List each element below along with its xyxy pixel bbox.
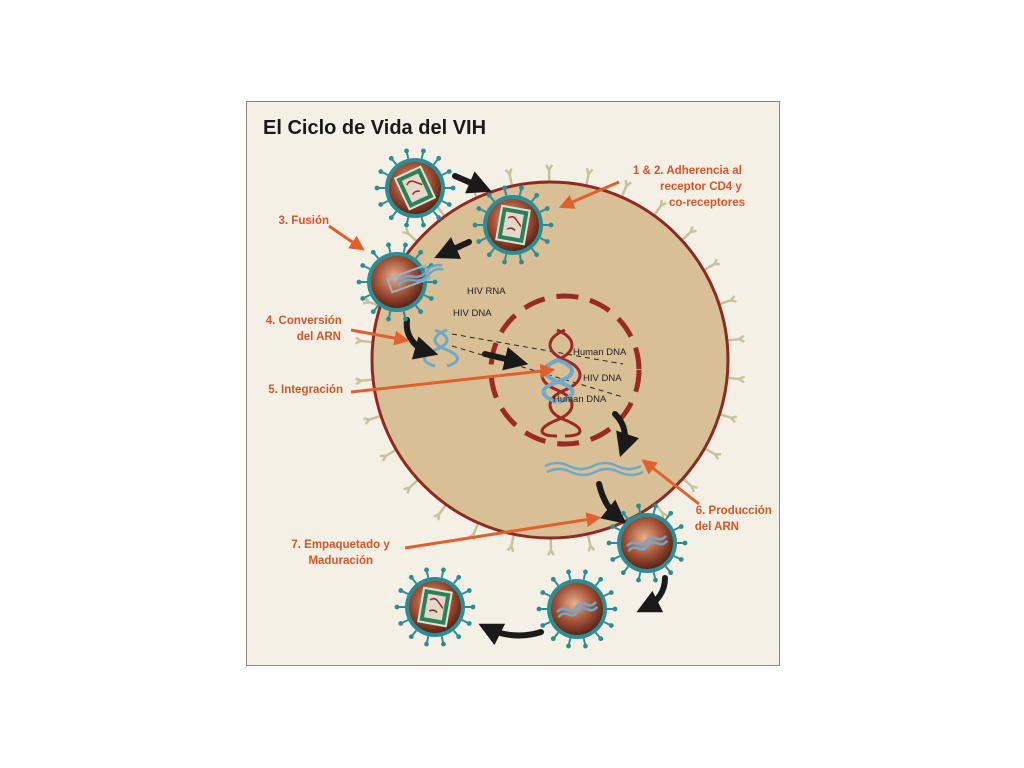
hiv-lifecycle-diagram: El Ciclo de Vida del VIH xyxy=(263,117,775,649)
arrow-7 xyxy=(636,575,668,613)
insertion-guide-lines xyxy=(451,333,624,398)
receptor xyxy=(718,295,737,306)
label-adherence: 1 & 2. Adherencia al receptor CD4 y co-r… xyxy=(633,165,745,209)
receptor xyxy=(682,477,698,493)
receptor xyxy=(719,413,738,424)
receptor xyxy=(620,179,632,198)
label-fusion-line1: 3. Fusión xyxy=(279,215,329,227)
human-dna-helix xyxy=(540,328,582,438)
step-labels: 1 & 2. Adherencia al receptor CD4 y co-r… xyxy=(266,165,775,567)
nucleus xyxy=(488,293,642,447)
receptor xyxy=(652,199,667,217)
virus-particle xyxy=(606,503,688,583)
label-integration: 5. Integración xyxy=(268,384,343,396)
diagram-panel: El Ciclo de Vida del VIH xyxy=(246,101,780,666)
label-production: 6. Producción del ARN xyxy=(695,505,775,533)
virus-particle xyxy=(536,569,618,649)
label-adherence-line2: receptor CD4 y xyxy=(660,181,742,193)
diagram-title: El Ciclo de Vida del VIH xyxy=(263,117,486,139)
molecule-labels: HIV RNA HIV DNA Human DNA HIV DNA Human … xyxy=(453,286,627,405)
virus-particles xyxy=(356,148,688,649)
receptor xyxy=(379,448,397,462)
virus-particle xyxy=(472,185,554,265)
receptor xyxy=(546,537,555,556)
label-human-dna-bottom: Human DNA xyxy=(553,394,607,405)
virus-particle xyxy=(356,242,444,322)
receptor xyxy=(726,334,745,343)
receptor xyxy=(402,227,418,243)
receptor xyxy=(584,167,594,186)
label-fusion: 3. Fusión xyxy=(279,215,329,227)
arrow-6 xyxy=(596,481,627,524)
label-human-dna-top: Human DNA xyxy=(573,347,627,358)
receptor xyxy=(403,478,420,494)
pointer-adherence xyxy=(558,180,620,209)
label-packaging-line1: 7. Empaquetado y xyxy=(291,539,390,551)
label-packaging-line2: Maduración xyxy=(308,555,373,567)
arrow-8 xyxy=(478,623,544,646)
label-integration-line1: 5. Integración xyxy=(268,384,343,396)
receptor xyxy=(680,226,697,242)
label-production-line1: 6. Producción xyxy=(696,505,772,517)
pointer-conversion xyxy=(350,328,410,346)
label-hiv-rna: HIV RNA xyxy=(467,286,506,297)
arrow-2 xyxy=(434,237,472,259)
receptor xyxy=(545,164,554,183)
arrow-5 xyxy=(612,411,639,458)
label-conversion: 4. Conversión del ARN xyxy=(266,315,345,343)
label-conversion-line1: 4. Conversión xyxy=(266,315,342,327)
label-adherence-line3: co-receptores xyxy=(669,197,745,209)
receptor xyxy=(355,377,374,386)
pointer-fusion xyxy=(328,224,365,251)
flow-arrows xyxy=(403,171,668,646)
label-hiv-dna-top: HIV DNA xyxy=(453,308,492,319)
receptor xyxy=(433,503,448,521)
virus-particle xyxy=(374,148,456,228)
arrow-1 xyxy=(452,171,492,194)
label-adherence-line1: 1 & 2. Adherencia al xyxy=(633,165,742,177)
pointer-production xyxy=(641,459,700,506)
label-hiv-dna-mid: HIV DNA xyxy=(583,373,622,384)
virus-particle xyxy=(394,567,476,647)
receptor xyxy=(363,414,382,425)
label-production-line2: del ARN xyxy=(695,521,739,533)
label-conversion-line2: del ARN xyxy=(297,331,341,343)
cd4-receptors xyxy=(354,164,746,556)
pointer-packaging xyxy=(404,512,602,550)
arrow-4 xyxy=(482,347,529,371)
receptor xyxy=(703,258,721,272)
receptor xyxy=(506,534,516,553)
viral-rna-strands xyxy=(544,461,644,477)
label-packaging: 7. Empaquetado y Maduración xyxy=(291,539,393,567)
receptor xyxy=(354,336,374,345)
receptor xyxy=(504,168,514,187)
receptor xyxy=(726,375,746,384)
receptor xyxy=(703,447,722,460)
receptor xyxy=(586,533,596,552)
pointer-arrows xyxy=(328,180,700,550)
pointer-integration xyxy=(350,363,556,394)
host-cell xyxy=(354,164,746,556)
arrow-3 xyxy=(403,317,439,360)
